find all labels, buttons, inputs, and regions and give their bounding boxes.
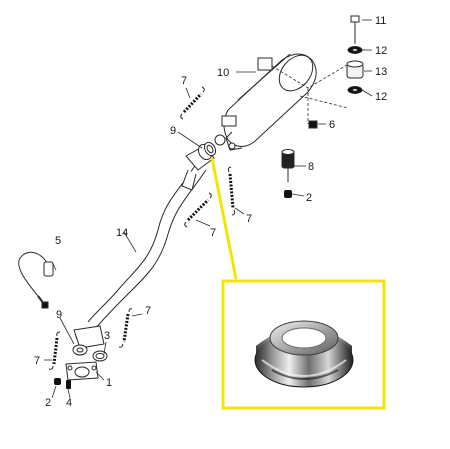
callout-7-top: 7: [181, 75, 187, 87]
callout-2-lower: 2: [45, 397, 51, 409]
callout-3: 3: [104, 330, 110, 342]
gasket-9-upper: [203, 141, 217, 157]
flange-1: [65, 361, 99, 381]
assembly-dash-lines: [271, 61, 353, 124]
nut-2-lower: [54, 378, 61, 385]
mount-bolt-stack: [346, 15, 364, 94]
spring-7-lower-left: [52, 337, 59, 365]
spring-7-mid-right: [228, 173, 235, 209]
callout-10: 10: [217, 67, 229, 79]
muffler: [214, 53, 317, 151]
callout-labels: 11 12 13 12 10 7 9 6 8 2 7 7 14 5 9 7 7 …: [34, 15, 387, 409]
callout-1: 1: [106, 377, 112, 389]
callout-6: 6: [329, 119, 335, 131]
gasket-closeup: [254, 320, 354, 388]
rubber-mount-8: [281, 149, 295, 182]
spring-hooks: [48, 86, 236, 370]
callout-4: 4: [66, 397, 72, 409]
callout-5: 5: [55, 235, 61, 247]
callout-7-lower-left: 7: [34, 355, 40, 367]
gasket-9-lower: [72, 344, 88, 356]
spring-7-top: [182, 92, 203, 114]
leader-lines: [44, 19, 373, 399]
callout-14: 14: [116, 227, 128, 239]
callout-2-upper: 2: [306, 192, 312, 204]
callout-13: 13: [375, 66, 387, 78]
callout-12-bottom: 12: [375, 91, 387, 103]
nut-6: [308, 120, 318, 129]
o2-sensor-5: [18, 251, 54, 309]
callout-7-lower-right: 7: [145, 305, 151, 317]
highlight-pointer: [210, 157, 238, 280]
stud-4: [66, 380, 71, 389]
callout-8: 8: [308, 161, 314, 173]
nut-2-upper: [284, 190, 292, 198]
callout-7-mid-right: 7: [246, 213, 252, 225]
callout-9-upper: 9: [170, 125, 176, 137]
callout-12-top: 12: [375, 45, 387, 57]
callout-9-lower: 9: [56, 309, 62, 321]
callout-11: 11: [375, 15, 386, 27]
spring-7-mid-left: [186, 198, 210, 222]
head-pipe-14: [73, 143, 215, 349]
spring-7-lower-right: [122, 313, 130, 343]
gasket-3: [92, 350, 108, 362]
callout-7-mid-left: 7: [210, 227, 216, 239]
